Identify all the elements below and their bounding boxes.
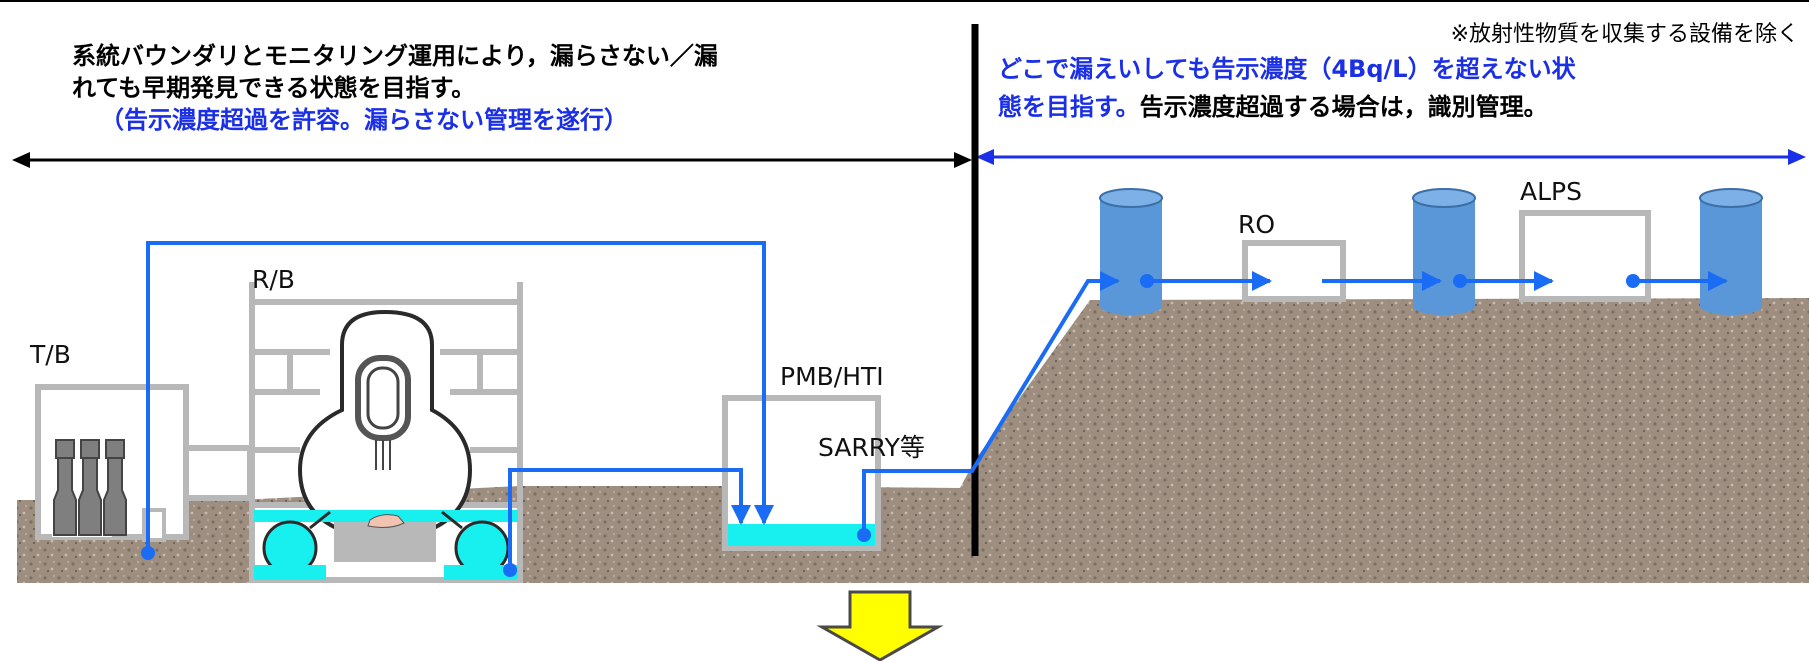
ro-label: RO — [1238, 210, 1275, 239]
flow-lines — [146, 241, 1728, 570]
tb-label: T/B — [29, 340, 71, 369]
right-heading-line2-blue: 態を目指す。 — [998, 93, 1140, 121]
tank-2 — [1412, 188, 1476, 315]
left-heading-line2: れても早期発見できる状態を目指す。 — [72, 74, 476, 102]
sarry-label: SARRY等 — [818, 433, 925, 462]
right-heading-line2-black: 告示濃度超過する場合は，識別管理。 — [1139, 93, 1548, 121]
pmb-hti-building — [722, 395, 881, 551]
rb-label: R/B — [252, 265, 295, 294]
alps-label: ALPS — [1520, 177, 1582, 206]
pmb-label: PMB/HTI — [780, 362, 884, 391]
right-heading-line1: どこで漏えいしても告示濃度（4Bq/L）を超えない状 — [998, 55, 1576, 83]
right-span-arrow — [976, 149, 1806, 165]
tank-3 — [1699, 188, 1763, 315]
tank-1 — [1099, 188, 1163, 315]
left-heading-line3: （告示濃度超過を許容。漏らさない管理を遂行） — [100, 106, 628, 134]
left-heading: 系統バウンダリとモニタリング運用により，漏らさない／漏 れても早期発見できる状態… — [72, 40, 718, 136]
left-heading-line1: 系統バウンダリとモニタリング運用により，漏らさない／漏 — [72, 42, 718, 70]
note-text: ※放射性物質を収集する設備を除く — [1450, 22, 1799, 47]
left-span-arrow — [12, 152, 972, 168]
containment-vessel — [254, 309, 518, 580]
flow-source-dots — [141, 274, 1640, 577]
down-arrow — [816, 590, 944, 661]
ro-box — [1242, 240, 1346, 302]
right-heading: どこで漏えいしても告示濃度（4Bq/L）を超えない状 態を目指す。告示濃度超過す… — [998, 50, 1576, 126]
